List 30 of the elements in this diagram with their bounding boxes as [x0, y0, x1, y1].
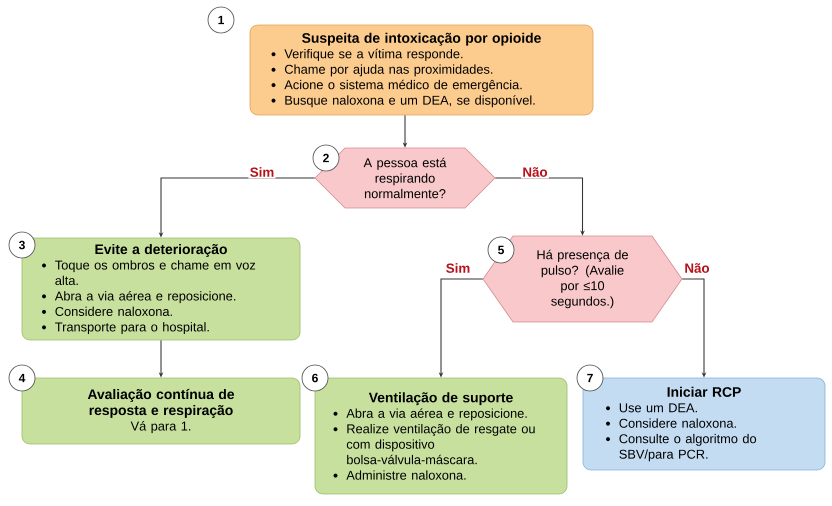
node-label: Verifique se a vítima responde.	[284, 48, 462, 61]
step-number-badge: 4	[8, 364, 36, 392]
node-label: Iniciar RCP	[668, 386, 741, 397]
node-label: Suspeita de intoxicação por opioide	[302, 32, 541, 46]
edge-label: Sim	[248, 166, 276, 178]
node-label: Considere naloxona.	[55, 306, 172, 316]
node-label: Toque os ombros e chame em voz alta.	[55, 260, 256, 286]
node-label: Busque naloxona e um DEA, se disponível.	[285, 95, 535, 108]
node-label: Administre naloxona.	[346, 470, 466, 480]
node-label: Transporte para o hospital.	[55, 322, 209, 334]
step-number-badge: 3	[8, 232, 36, 258]
edge-label: Sim	[444, 262, 472, 274]
step-number-badge: 1	[208, 6, 234, 34]
node-label: Considere naloxona.	[619, 418, 736, 428]
process-box: Suspeita de intoxicação por opioide Verifique se a vítima responde. Chame por ajuda nas proximidades. Acione o sistema médico de emergência. Busque naloxona e um DEA, se disponível.	[250, 24, 594, 116]
node-label: Ventilação de suporte	[368, 392, 513, 406]
node-label: Chame por ajuda nas proximidades.	[284, 64, 492, 76]
step-number-badge: 5	[488, 236, 514, 264]
node-label: Evite a deterioração	[95, 244, 227, 257]
step-number-badge: 6	[302, 364, 328, 392]
node-label: Acione o sistema médico de emergência.	[284, 80, 522, 92]
step-number-badge: 2	[312, 144, 340, 172]
node-label: Abra a via aérea e reposicione.	[54, 290, 236, 304]
node-label: Abra a via aérea e reposicione.	[346, 408, 527, 420]
node-label: Consulte o algoritmo do SBV/para PCR.	[619, 434, 756, 462]
edge-label: Não	[521, 166, 549, 178]
node-label: Realize ventilação de resgate ou com dispositivo bolsa-válvula-máscara.	[346, 424, 535, 464]
step-number-badge: 7	[576, 364, 604, 392]
edge-label: Não	[683, 262, 711, 274]
node-label: Use um DEA.	[620, 403, 697, 412]
